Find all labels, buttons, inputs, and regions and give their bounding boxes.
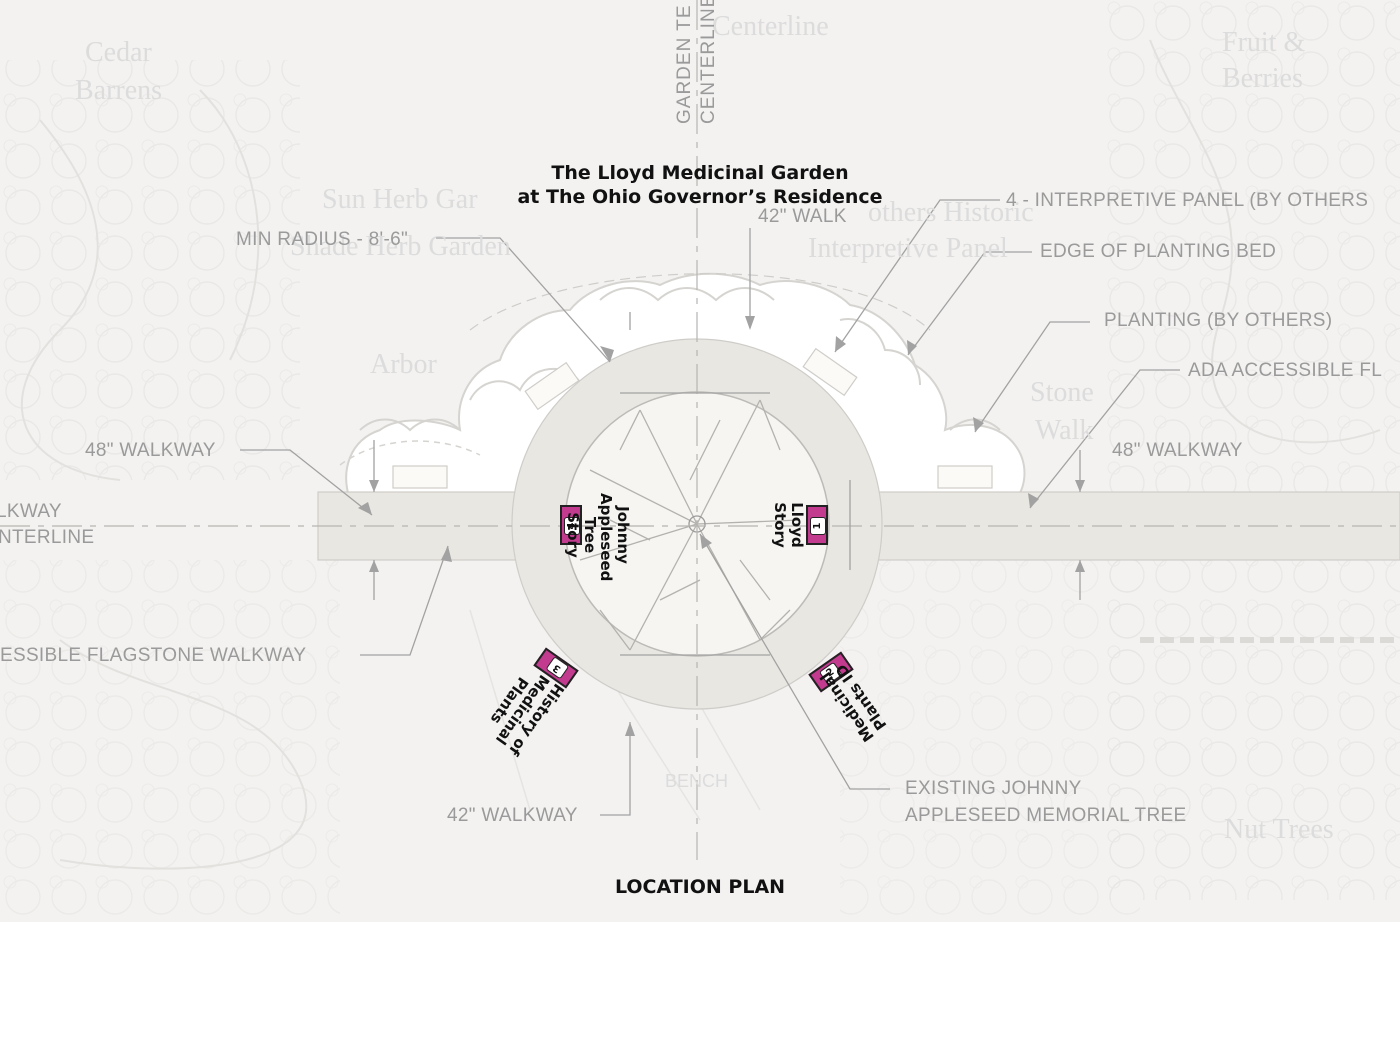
callout-48-walkway-right: 48" WALKWAY — [1112, 440, 1243, 461]
panel-1-badge: 1 — [806, 505, 828, 545]
bg-label-walk: Walk — [1035, 415, 1094, 446]
bg-label-fruit: Fruit & — [1222, 27, 1306, 58]
panel-1-label-text: Lloyd Story — [771, 502, 807, 548]
callout-ada-accessible: ADA ACCESSIBLE FL — [1188, 360, 1383, 381]
callout-walkway-centerline-1: LKWAY — [0, 501, 62, 522]
callout-min-radius: MIN RADIUS - 8'-6" — [236, 229, 409, 250]
site-plan-drawing — [0, 0, 1400, 920]
title-line-1: The Lloyd Medicinal Garden — [551, 162, 849, 184]
bg-label-nut-trees: Nut Trees — [1224, 814, 1334, 845]
bg-label-shade-herb: Shade Herb Garden — [290, 231, 511, 262]
plan-area: Cedar Barrens Sun Herb Gar Shade Herb Ga… — [0, 0, 1400, 922]
location-plan-caption: LOCATION PLAN — [614, 876, 786, 898]
callout-42-walkway-bottom: 42" WALKWAY — [447, 805, 578, 826]
panel-4-label-text: Johnny Appleseed Tree Story — [564, 493, 633, 582]
panel-4-badge: 4 — [560, 505, 582, 545]
centerlines — [0, 0, 1400, 860]
bg-label-barrens: Barrens — [75, 75, 163, 106]
bg-label-interpretive: Interpretive Panel — [808, 233, 1008, 264]
panel-1-label: Lloyd Story — [759, 495, 807, 555]
bg-label-cedar: Cedar — [85, 37, 152, 68]
arrowheads — [358, 316, 1085, 736]
bg-label-arbor: Arbor — [370, 349, 437, 380]
bg-label-sun-herb: Sun Herb Gar — [322, 184, 478, 215]
bg-label-bench: BENCH — [665, 771, 729, 791]
callout-interpretive-panel: 4 - INTERPRETIVE PANEL (BY OTHERS — [1006, 190, 1369, 211]
callout-planting: PLANTING (BY OTHERS) — [1104, 310, 1333, 331]
garden-centerline-label-1: GARDEN TE — [674, 4, 695, 124]
panel-4-label: Johnny Appleseed Tree Story — [565, 493, 633, 581]
title-line-2: at The Ohio Governor’s Residence — [517, 185, 883, 208]
leader-lines — [240, 199, 1180, 816]
callout-accessible-flagstone: ESSIBLE FLAGSTONE WALKWAY — [0, 645, 307, 666]
bg-label-centerline: Centerline — [712, 11, 829, 42]
garden-centerline-label-2: CENTERLINE — [698, 0, 719, 124]
background-sketch — [0, 0, 1400, 920]
callout-existing-tree-2: APPLESEED MEMORIAL TREE — [905, 805, 1187, 826]
callout-48-walkway-left: 48" WALKWAY — [85, 440, 216, 461]
panel-1-number: 1 — [810, 517, 826, 535]
bg-label-berries: Berries — [1222, 63, 1303, 94]
bg-label-stone: Stone — [1030, 377, 1094, 408]
callout-existing-tree-1: EXISTING JOHNNY — [905, 778, 1082, 799]
bg-label-brothers: others Historic — [868, 197, 1034, 228]
page-title: The Lloyd Medicinal Garden at The Ohio G… — [400, 162, 1000, 210]
callout-42-walk: 42" WALK — [758, 206, 847, 227]
callout-walkway-centerline-2: NTERLINE — [0, 527, 95, 548]
callout-edge-planting-bed: EDGE OF PLANTING BED — [1040, 241, 1277, 262]
